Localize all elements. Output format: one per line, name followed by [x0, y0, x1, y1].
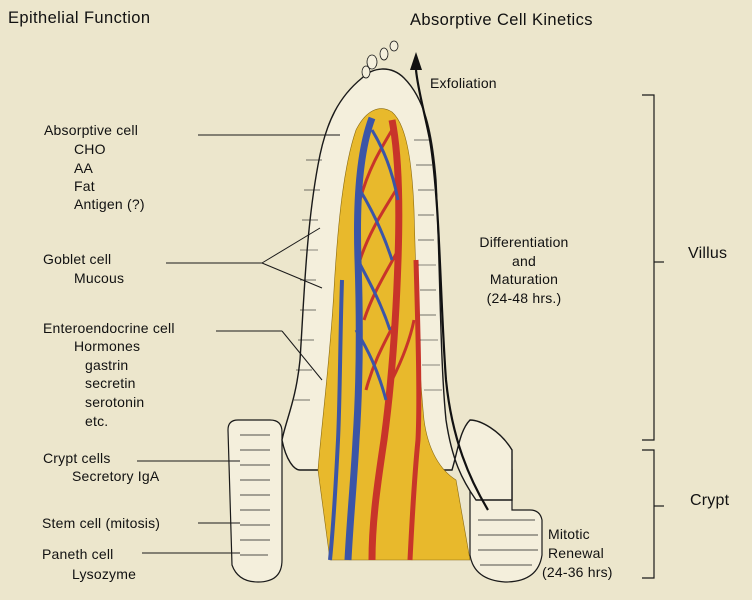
differentiation-and: and [512, 253, 536, 269]
absorptive-item-cho: CHO [74, 141, 106, 157]
absorptive-cell-label: Absorptive cell [44, 122, 139, 138]
artery-right [407, 259, 422, 561]
left-crypt-outline [227, 419, 283, 583]
exfoliating-cells [361, 40, 399, 79]
maturation-label: Maturation [489, 271, 559, 287]
vein-left [328, 279, 344, 561]
absorptive-item-antigen: Antigen (?) [74, 196, 145, 212]
enteroendocrine-item-etc: etc. [85, 413, 109, 429]
goblet-item-mucous: Mucous [74, 270, 125, 286]
enteroendocrine-cell-label: Enteroendocrine cell [43, 320, 175, 336]
villus-label: Villus [688, 245, 728, 262]
crypt-label: Crypt [690, 492, 730, 509]
absorptive-item-aa: AA [74, 160, 94, 176]
enteroendocrine-item-hormones: Hormones [74, 338, 141, 354]
paneth-cell-label: Paneth cell [42, 546, 114, 562]
epithelium-cell-rows [294, 139, 442, 401]
leader-lines [137, 134, 340, 554]
enteroendocrine-item-secretin: secretin [85, 375, 136, 391]
goblet-cell-label: Goblet cell [43, 251, 112, 267]
migration-arrow [414, 69, 489, 511]
vein-branches [354, 129, 400, 401]
differentiation-label: Differentiation [479, 234, 569, 250]
crypt-cell-rows [240, 434, 538, 566]
enteroendocrine-item-serotonin: serotonin [85, 394, 145, 410]
villus-bracket [642, 94, 664, 441]
enteroendocrine-item-gastrin: gastrin [85, 357, 129, 373]
mitotic-label: Mitotic [548, 526, 590, 542]
right-heading: Absorptive Cell Kinetics [410, 11, 593, 29]
crypt-cells-label: Crypt cells [43, 450, 111, 466]
crypt-bracket [642, 449, 664, 579]
renewal-label: Renewal [548, 545, 604, 561]
stem-cell-label: Stem cell (mitosis) [42, 515, 161, 531]
renewal-time: (24-36 hrs) [542, 564, 613, 580]
migration-arrowhead [410, 52, 422, 70]
left-heading: Epithelial Function [8, 9, 151, 27]
exfoliation-label: Exfoliation [430, 75, 497, 91]
paneth-item-lysozyme: Lysozyme [72, 566, 137, 582]
maturation-time: (24-48 hrs.) [486, 290, 562, 306]
artery [368, 119, 403, 561]
absorptive-item-fat: Fat [74, 178, 95, 194]
crypt-item-iga: Secretory IgA [72, 468, 160, 484]
